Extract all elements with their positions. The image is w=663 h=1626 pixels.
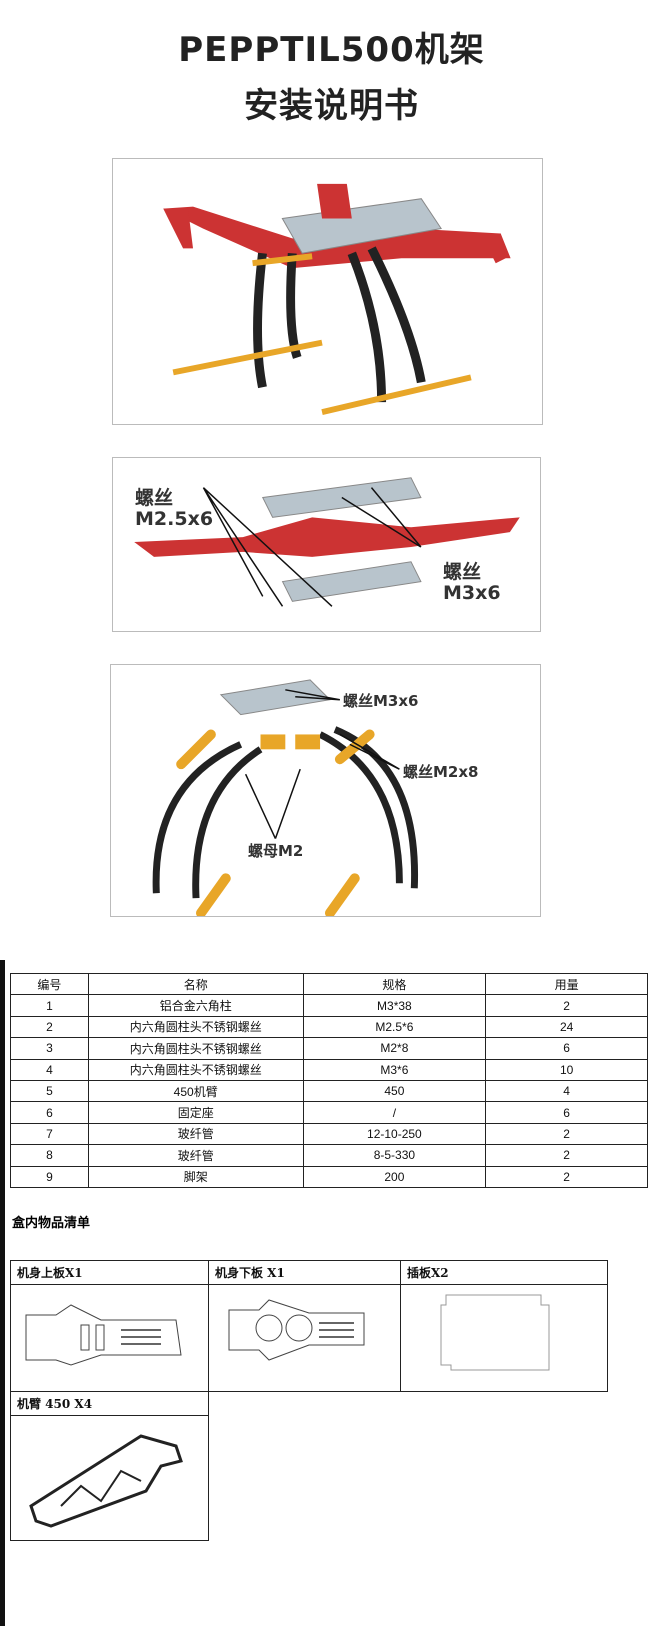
bottom-plate-drawing <box>208 1284 401 1392</box>
header-quantity: 用量 <box>485 972 648 996</box>
cell-number: 1 <box>10 994 89 1017</box>
cell-quantity: 2 <box>485 1122 648 1146</box>
landing-gear-image <box>110 664 541 918</box>
cell-quantity: 10 <box>485 1058 648 1081</box>
cell-quantity: 2 <box>485 1165 648 1188</box>
insert-plate-drawing <box>400 1284 608 1392</box>
cell-name: 玻纤管 <box>87 1144 304 1167</box>
label-nut-m2: 螺母M2 <box>248 842 304 860</box>
cell-name: 铝合金六角柱 <box>87 994 304 1017</box>
cell-number: 4 <box>10 1058 89 1081</box>
cell-number: 2 <box>10 1015 89 1039</box>
title-line-2: 安装说明书 <box>244 86 419 126</box>
top-plate-drawing <box>10 1284 209 1392</box>
cell-number: 5 <box>10 1079 89 1103</box>
cell-spec: M3*6 <box>302 1058 487 1081</box>
box-contents-heading: 盒内物品清单 <box>12 1216 91 1231</box>
label-m25x6: M2.5x6 <box>135 508 214 530</box>
label-screw: 螺丝 <box>443 561 482 583</box>
header-spec: 规格 <box>302 972 487 996</box>
label-m3x6: M3x6 <box>443 582 501 604</box>
cell-spec: M2.5*6 <box>302 1015 487 1039</box>
assembled-frame-image <box>112 158 543 425</box>
cell-spec: / <box>302 1101 487 1124</box>
cell-name: 内六角圆柱头不锈钢螺丝 <box>87 1015 304 1039</box>
item-top-plate: 机身上板X1 <box>10 1260 209 1285</box>
cell-quantity: 24 <box>485 1015 648 1039</box>
cell-quantity: 6 <box>485 1037 648 1060</box>
table-header-row: 编号 名称 规格 用量 <box>10 972 648 996</box>
cell-number: 9 <box>10 1165 89 1188</box>
cell-quantity: 4 <box>485 1079 648 1103</box>
cell-quantity: 6 <box>485 1101 648 1124</box>
item-bottom-plate: 机身下板 X1 <box>208 1260 401 1285</box>
cell-name: 脚架 <box>87 1165 304 1188</box>
arm-drawing <box>10 1415 209 1541</box>
header-number: 编号 <box>10 972 89 996</box>
cell-number: 6 <box>10 1101 89 1124</box>
cell-name: 内六角圆柱头不锈钢螺丝 <box>87 1037 304 1060</box>
cell-spec: 8-5-330 <box>302 1144 487 1167</box>
cell-spec: M2*8 <box>302 1037 487 1060</box>
cell-spec: 200 <box>302 1165 487 1188</box>
label-m3x6: 螺丝M3x6 <box>343 692 419 710</box>
item-arm: 机臂 450 X4 <box>10 1391 209 1416</box>
cell-name: 固定座 <box>87 1101 304 1124</box>
label-m2x8: 螺丝M2x8 <box>403 763 479 781</box>
screw-diagram-image <box>112 457 541 632</box>
cell-quantity: 2 <box>485 1144 648 1167</box>
title-line-1: PEPPTIL500机架 <box>178 30 485 70</box>
item-insert-plate: 插板X2 <box>400 1260 608 1285</box>
cell-name: 玻纤管 <box>87 1122 304 1146</box>
cell-number: 3 <box>10 1037 89 1060</box>
label-screw: 螺丝 <box>135 487 174 509</box>
cell-spec: 450 <box>302 1079 487 1103</box>
left-edge-bar <box>0 960 5 1626</box>
cell-number: 7 <box>10 1122 89 1146</box>
box-contents-table: 机身上板X1 机身下板 X1 插板X2 机臂 450 X4 <box>10 1260 608 1541</box>
header-name: 名称 <box>87 972 304 996</box>
cell-name: 内六角圆柱头不锈钢螺丝 <box>87 1058 304 1081</box>
cell-spec: M3*38 <box>302 994 487 1017</box>
cell-number: 8 <box>10 1144 89 1167</box>
cell-spec: 12-10-250 <box>302 1122 487 1146</box>
cell-quantity: 2 <box>485 994 648 1017</box>
cell-name: 450机臂 <box>87 1079 304 1103</box>
